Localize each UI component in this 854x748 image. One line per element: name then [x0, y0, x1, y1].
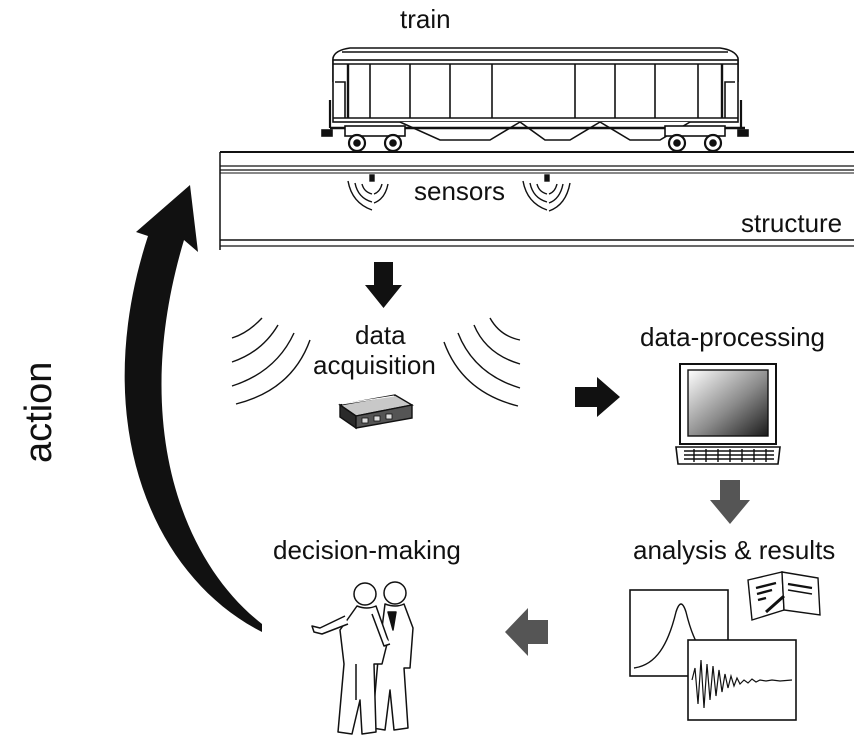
people-discussing-icon	[311, 581, 414, 735]
data-acquisition-label-line1: data	[355, 320, 406, 350]
train-label: train	[400, 4, 451, 34]
down-arrow-grey	[710, 480, 750, 524]
data-processing-label: data-processing	[640, 322, 825, 352]
train-car-icon	[321, 47, 749, 153]
analysis-results-label: analysis & results	[633, 535, 836, 565]
bridge-structure	[219, 151, 854, 250]
computer-icon	[675, 363, 781, 465]
down-arrow	[365, 262, 402, 308]
data-acquisition-label-line2: acquisition	[313, 350, 436, 380]
action-cycle-arrow	[124, 185, 262, 632]
decision-making-label: decision-making	[273, 535, 461, 565]
sensor-wave-icon	[347, 174, 389, 211]
left-arrow-grey	[505, 608, 548, 656]
right-arrow	[575, 377, 620, 417]
sensor-wave-icon	[522, 174, 571, 212]
wireless-signal-icon	[443, 317, 521, 407]
sensors-label: sensors	[414, 176, 506, 206]
decay-signal-chart-icon	[687, 639, 797, 721]
acquisition-box-icon	[338, 394, 414, 430]
action-label: action	[18, 361, 60, 463]
structure-label: structure	[741, 208, 843, 238]
report-book-icon	[747, 571, 821, 621]
wireless-signal-icon	[231, 317, 311, 405]
